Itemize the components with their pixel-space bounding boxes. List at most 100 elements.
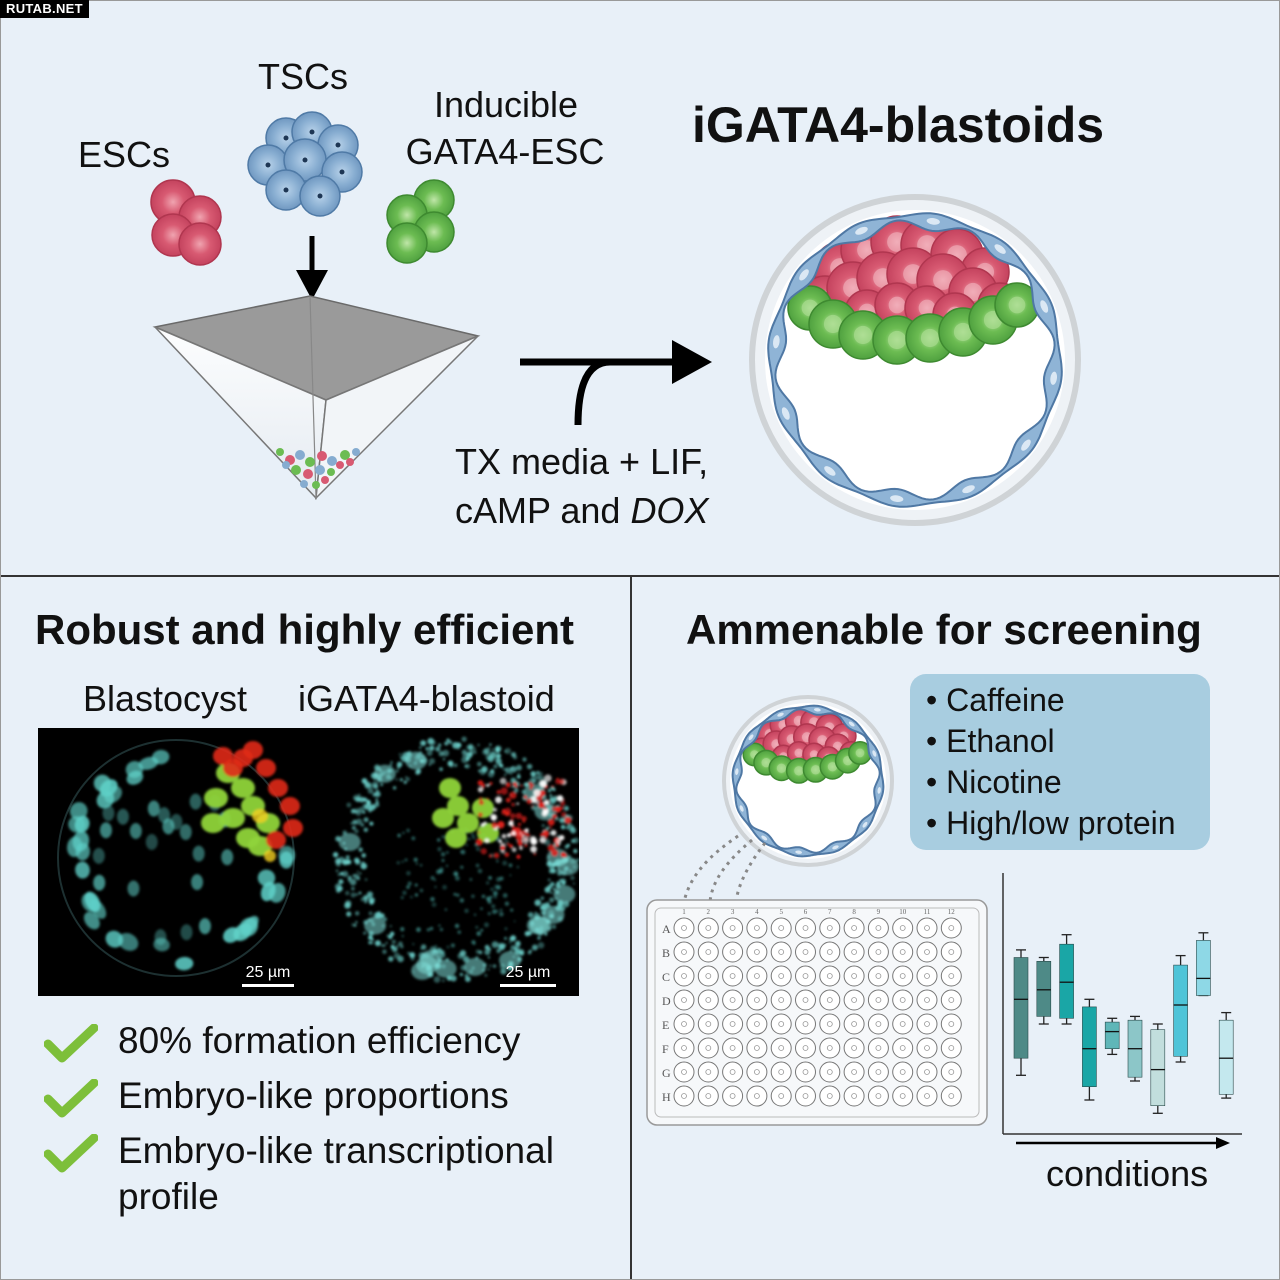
nucleus: [556, 857, 579, 876]
epiblast-cell: [432, 808, 454, 828]
nucleus: [96, 790, 115, 809]
treatment-list-box: • Caffeine • Ethanol • Nicotine • High/l…: [910, 674, 1210, 850]
plate-well: [843, 917, 865, 939]
plate-well: [697, 917, 719, 939]
tscs-label: TSCs: [258, 56, 348, 97]
nucleus: [99, 822, 112, 839]
x-axis-label: conditions: [1046, 1153, 1209, 1194]
plate-well: [722, 965, 744, 987]
nucleus: [179, 824, 192, 841]
nucleus: [257, 869, 276, 887]
nucleus: [364, 916, 387, 935]
box-iqr: [1173, 964, 1188, 1057]
plate-well: [867, 1085, 889, 1107]
media-line-2: cAMP and DOX: [455, 490, 708, 532]
scale-bar-right: 25 µm: [500, 964, 556, 987]
endoderm-cell: [243, 741, 263, 759]
plate-well: [697, 965, 719, 987]
nucleus: [75, 861, 90, 879]
epiblast-cell: [472, 798, 494, 818]
plate-well: [892, 989, 914, 1011]
nucleus: [118, 932, 139, 951]
trophectoderm-nucleus: [872, 750, 877, 757]
endoderm-cell: [256, 759, 276, 777]
plate-well: [867, 1013, 889, 1035]
nucleus: [152, 749, 170, 765]
nucleus: [338, 833, 361, 852]
left-panel-title: Robust and highly efficient: [35, 606, 575, 653]
nucleus: [147, 800, 160, 817]
curved-arrow-icon: [520, 340, 712, 426]
plate-well: [819, 1037, 841, 1059]
plate-well: [722, 989, 744, 1011]
plate-well: [746, 1085, 768, 1107]
nucleus: [83, 911, 100, 930]
box-plot-box: [1150, 1023, 1166, 1114]
plate-col-label: 7: [828, 908, 832, 916]
plate-well: [843, 1061, 865, 1083]
nucleus: [233, 923, 252, 942]
plate-well: [819, 989, 841, 1011]
plate-well: [722, 1061, 744, 1083]
nucleus: [92, 847, 105, 864]
scale-bar-left: 25 µm: [242, 964, 294, 987]
nucleus: [145, 834, 158, 851]
check-icon: [44, 1134, 98, 1173]
plate-well: [892, 1085, 914, 1107]
plate-well: [916, 989, 938, 1011]
plate-row-label: G: [662, 1066, 671, 1080]
plate-col-label: 8: [852, 908, 856, 916]
plate-well: [843, 1037, 865, 1059]
plate-well: [867, 989, 889, 1011]
plate-col-label: 3: [731, 908, 735, 916]
trophectoderm-nucleus: [739, 805, 744, 812]
plate-row-label: C: [662, 970, 670, 984]
plate-well: [916, 1013, 938, 1035]
box-plot-box: [1059, 934, 1074, 1025]
trophectoderm-ring: [731, 704, 885, 858]
plate-well: [867, 917, 889, 939]
plate-well: [940, 965, 962, 987]
epiblast-cell: [221, 808, 245, 828]
nucleus: [373, 764, 396, 783]
treatment-item: • Nicotine: [926, 764, 1062, 800]
epiblast-cell: [439, 778, 461, 798]
trophectoderm-nucleus: [748, 734, 754, 741]
plate-well: [892, 1061, 914, 1083]
plate-well: [940, 941, 962, 963]
plate-well: [697, 989, 719, 1011]
plate-well: [795, 1013, 816, 1035]
plate-well: [673, 941, 695, 963]
trophectoderm-nucleus: [761, 835, 768, 841]
plate-well: [843, 989, 865, 1011]
nucleus: [170, 813, 183, 830]
nucleus: [67, 836, 83, 857]
check-icon: [44, 1024, 98, 1063]
blastocyst-micrograph: [57, 739, 303, 977]
plate-well: [722, 1037, 744, 1059]
plate-col-label: 11: [924, 908, 931, 916]
inducible-label: Inducible: [433, 84, 579, 125]
plate-well: [746, 941, 768, 963]
treatment-item: • High/low protein: [926, 805, 1176, 841]
plate-well: [843, 965, 865, 987]
nucleus: [553, 885, 576, 904]
epiblast-cell: [248, 836, 272, 856]
plate-well: [746, 1037, 768, 1059]
plate-well: [795, 1037, 816, 1059]
trophectoderm-nucleus: [877, 786, 881, 794]
plate-well: [892, 965, 914, 987]
box-plot-box: [1127, 1015, 1143, 1082]
plate-well: [770, 1013, 792, 1035]
box-iqr: [1036, 960, 1052, 1017]
plate-well: [940, 1085, 962, 1107]
plate-well: [697, 1013, 719, 1035]
plate-well: [892, 941, 914, 963]
box-plot-box: [1036, 956, 1052, 1025]
right-panel-title: Ammenable for screening: [686, 606, 1202, 653]
media-line-2-dox: DOX: [630, 490, 709, 531]
trophectoderm-nucleus: [795, 850, 803, 854]
plate-col-label: 4: [755, 908, 759, 916]
plate-well: [819, 1061, 841, 1083]
scale-bar-left-label: 25 µm: [245, 964, 291, 981]
